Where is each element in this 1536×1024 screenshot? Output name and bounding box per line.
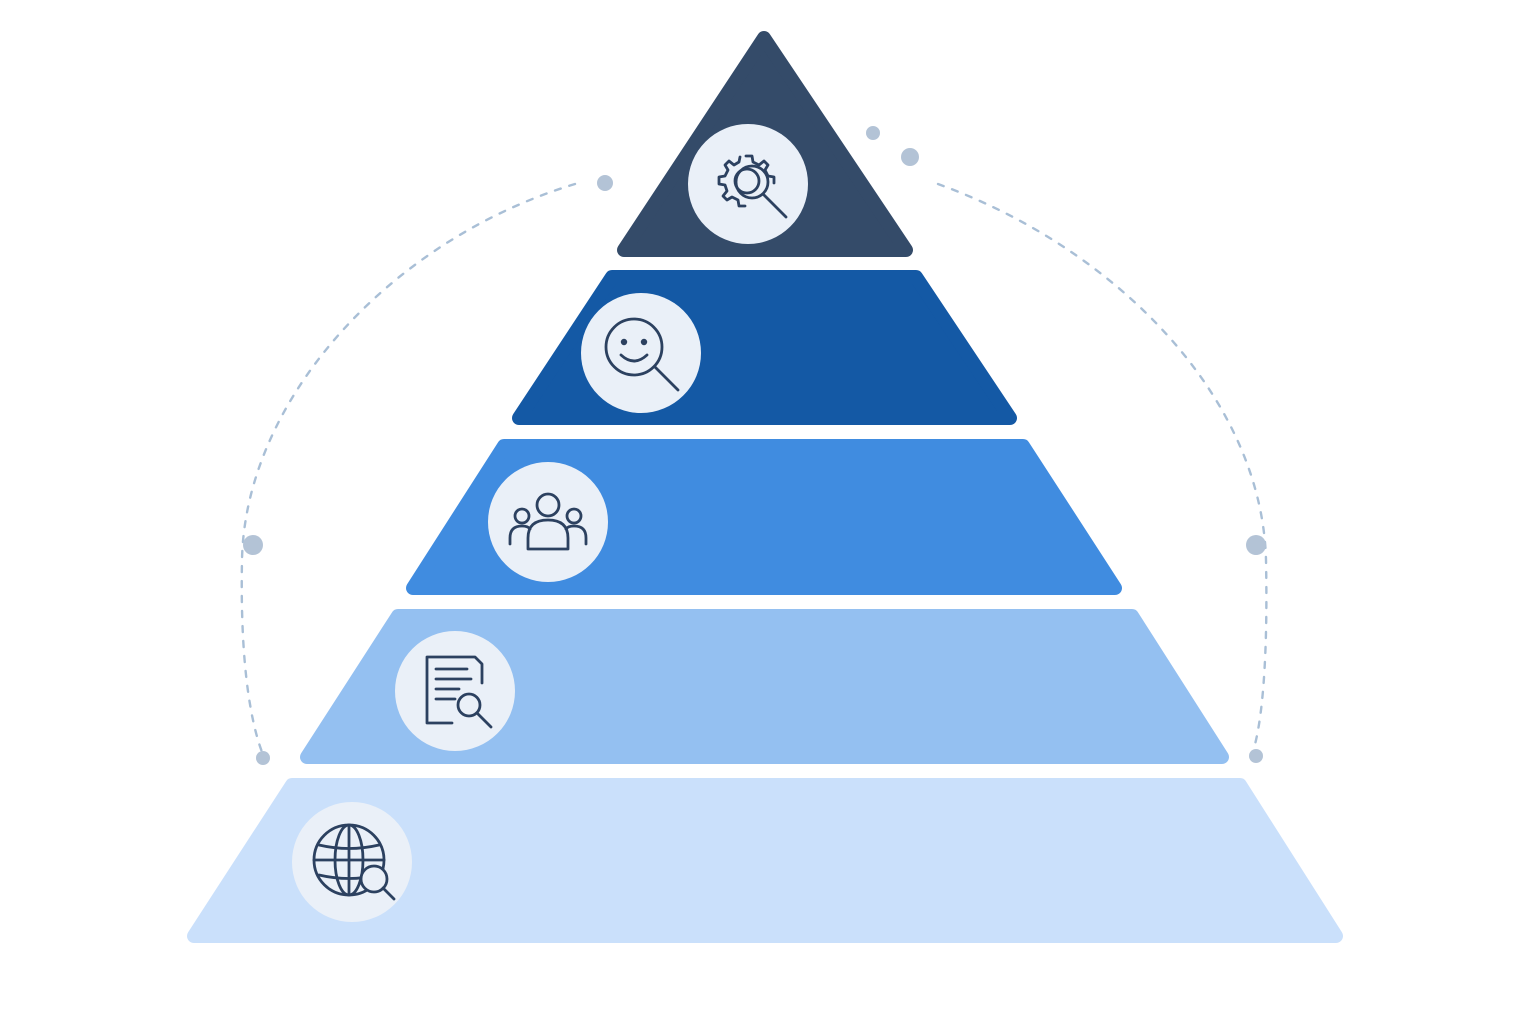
gear-search-icon [717,154,788,219]
decor-dot [1246,535,1266,555]
pyramid-tier-3 [406,439,1122,595]
smiley-search-icon [604,317,680,392]
tier-1-badge [688,124,808,244]
decor-dot [256,751,270,765]
decor-dot [866,126,880,140]
pyramid-tier-5 [187,778,1343,943]
decor-left [240,175,613,765]
decor-dot [597,175,613,191]
pyramid-tier-4 [300,609,1229,764]
tier-4-badge [395,631,515,751]
pyramid-tier-2 [512,270,1017,425]
people-group-icon [508,492,588,551]
dashed-arc-left [240,182,577,754]
decor-dot [243,535,263,555]
tier-3-badge [488,462,608,582]
tier-2-badge [581,293,701,413]
pyramid-tier-1 [617,31,913,257]
decor-right [866,126,1268,763]
dashed-arc-right [936,182,1268,750]
decor-dot [1249,749,1263,763]
document-search-icon [425,655,493,729]
globe-search-icon [312,823,396,901]
decor-dot [901,148,919,166]
tier-5-badge [292,802,412,922]
